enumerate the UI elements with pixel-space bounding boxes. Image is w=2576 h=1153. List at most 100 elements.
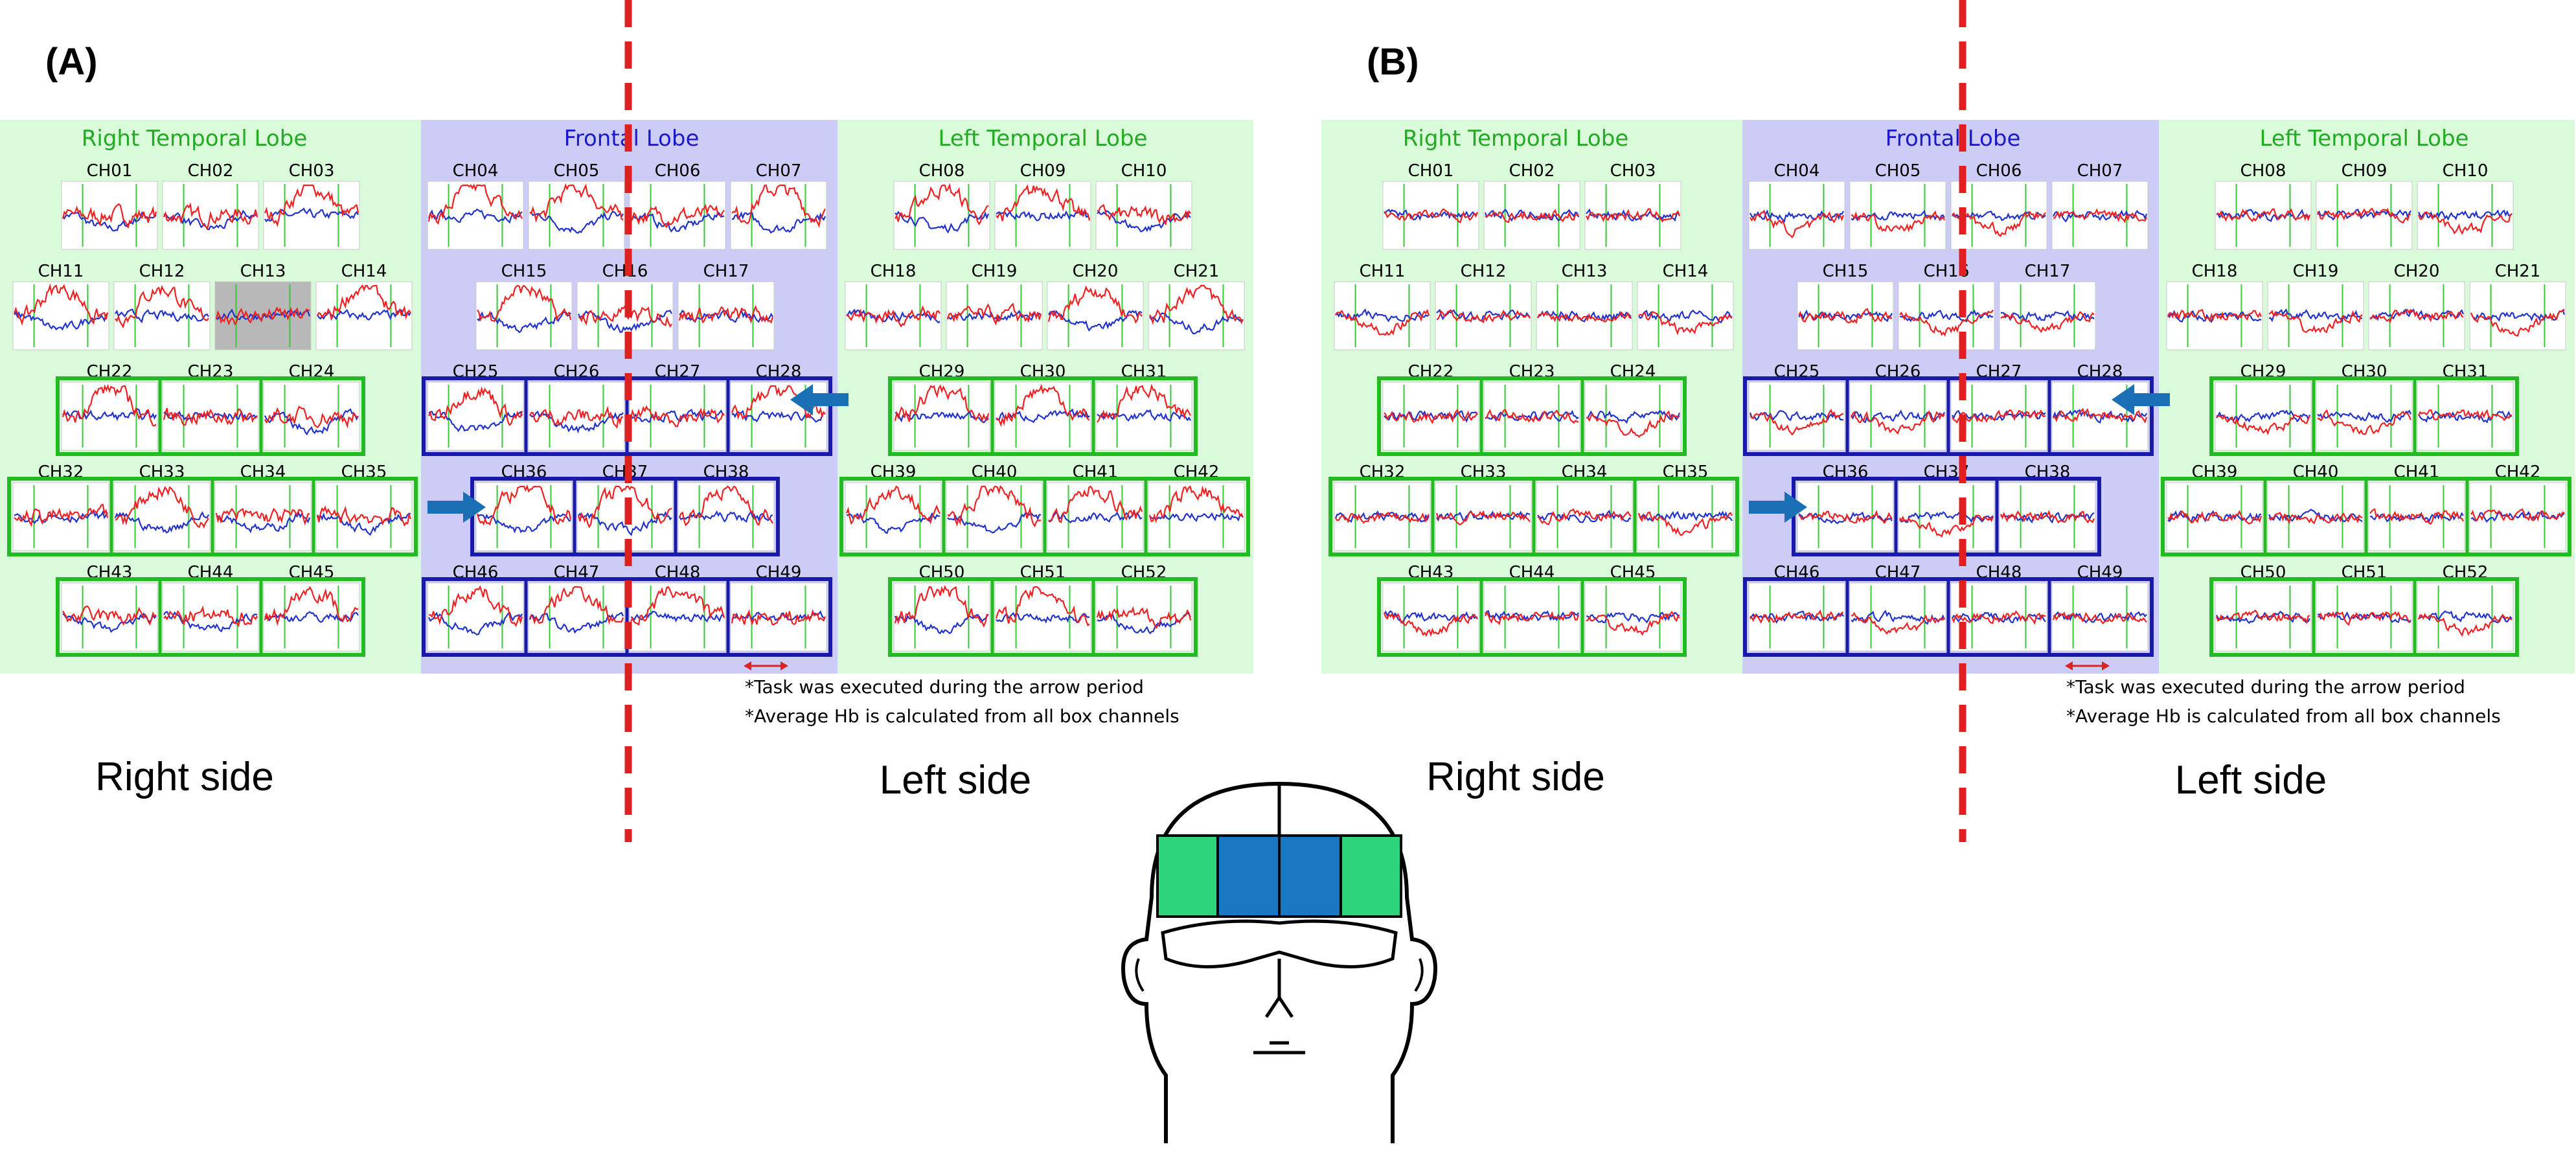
oxy-hb-trace: [428, 585, 523, 628]
probe-band-blue-left: [1216, 834, 1281, 918]
deoxy-hb-trace: [2418, 209, 2513, 221]
oxy-hb-trace: [1485, 409, 1579, 424]
channel-plot: [2215, 181, 2312, 250]
deoxy-hb-trace: [1149, 512, 1244, 522]
oxy-hb-trace: [1048, 485, 1143, 523]
oxy-hb-trace: [163, 407, 258, 427]
deoxy-hb-trace: [1484, 209, 1580, 222]
channel-plot: [1382, 382, 1479, 451]
nose: [1264, 959, 1294, 1018]
task-arrow: [427, 492, 486, 523]
plot-bg: [1748, 382, 1845, 451]
channel-plot: [315, 281, 413, 350]
oxy-hb-trace: [14, 503, 109, 527]
channel-label: CH08: [919, 161, 965, 181]
channel-plot: [946, 281, 1043, 350]
temporal-box: [1377, 577, 1687, 657]
deoxy-hb-trace: [996, 611, 1090, 624]
oxy-hb-trace: [529, 586, 624, 625]
deoxy-hb-trace: [1952, 211, 2046, 222]
oxy-hb-trace: [2417, 409, 2512, 422]
channel-plot: [162, 181, 259, 250]
deoxy-hb-trace: [1384, 410, 1478, 423]
channel-plot: [2417, 181, 2514, 250]
channel-plot: [1435, 281, 1532, 350]
mouth: [1253, 1041, 1305, 1055]
oxy-hb-trace: [895, 183, 989, 226]
oxy-hb-trace: [1750, 209, 1845, 238]
note-task-period: *Task was executed during the arrow peri…: [745, 676, 1144, 698]
deoxy-hb-trace: [427, 208, 523, 224]
plot-bg: [427, 582, 524, 652]
channel-label: CH08: [2240, 161, 2286, 181]
plot-bg: [1483, 181, 1580, 250]
channel-label: CH10: [1121, 161, 1167, 181]
channel-plot: [2368, 281, 2465, 350]
deoxy-hb-trace: [477, 311, 571, 334]
oxy-hb-trace: [1586, 610, 1680, 636]
right-ear-detail: [1414, 958, 1424, 992]
deoxy-hb-trace: [427, 611, 523, 635]
channel-plot: [113, 281, 211, 350]
oxy-hb-trace: [1435, 510, 1531, 526]
channel-plot: [1095, 582, 1192, 652]
deoxy-hb-trace: [216, 511, 311, 534]
channel-label: CH20: [2394, 262, 2440, 281]
oxy-hb-trace: [1637, 511, 1733, 536]
right-side-label: Right side: [1426, 755, 1605, 799]
oxy-hb-trace: [264, 184, 359, 227]
channel-plot: [12, 482, 109, 551]
channel-plot: [2368, 482, 2465, 551]
channel-plot: [1382, 582, 1479, 652]
channel-plot: [61, 382, 158, 451]
oxy-hb-trace: [731, 609, 826, 626]
plot-bg: [2368, 281, 2465, 350]
channel-label: CH10: [2443, 161, 2489, 181]
oxy-hb-trace: [894, 384, 990, 422]
channel-label: CH09: [2342, 161, 2388, 181]
panel-label: (B): [1367, 41, 1419, 83]
plot-bg: [1536, 482, 1633, 551]
temporal-box: [1377, 376, 1687, 456]
frontal-box: [1792, 477, 2101, 556]
channel-plot: [1637, 482, 1734, 551]
head-illustration: [1121, 781, 1437, 1143]
oxy-hb-trace: [477, 284, 572, 323]
channel-label: CH03: [289, 161, 335, 181]
oxy-hb-trace: [428, 386, 523, 426]
deoxy-hb-trace: [2053, 611, 2147, 624]
oxy-hb-trace: [317, 284, 411, 321]
channel-label: CH12: [139, 262, 185, 281]
deoxy-hb-trace: [1899, 511, 1994, 523]
oxy-hb-trace: [1951, 610, 2046, 625]
oxy-hb-trace: [215, 306, 310, 326]
deoxy-hb-trace: [1048, 511, 1143, 524]
deoxy-hb-trace: [1586, 410, 1681, 424]
channel-plot: [1095, 382, 1192, 451]
deoxy-hb-trace: [529, 410, 624, 434]
temporal-box: [2209, 376, 2519, 456]
channel-plot: [2051, 582, 2149, 652]
channel-plot: [678, 482, 775, 551]
channel-label: CH15: [501, 262, 547, 281]
channel-plot: [1148, 281, 1245, 350]
channel-label: CH11: [1360, 262, 1406, 281]
channel-plot: [1483, 181, 1580, 250]
oxy-hb-trace: [1851, 210, 1945, 233]
deoxy-hb-trace: [630, 610, 725, 622]
deoxy-hb-trace: [996, 210, 1090, 222]
task-arrow: [1749, 492, 1807, 523]
channel-label: CH13: [240, 262, 286, 281]
oxy-hb-trace: [996, 184, 1091, 222]
right-temporal-title: Right Temporal Lobe: [1403, 126, 1628, 152]
oxy-hb-trace: [2317, 611, 2411, 626]
channel-plot: [61, 582, 158, 652]
oxy-hb-trace: [2417, 211, 2513, 235]
channel-label: CH18: [2192, 262, 2238, 281]
channel-plot: [1334, 281, 1431, 350]
plot-bg: [2469, 482, 2566, 551]
channel-plot: [1047, 281, 1144, 350]
oxy-hb-trace: [2369, 508, 2464, 525]
oxy-hb-trace: [731, 184, 826, 228]
